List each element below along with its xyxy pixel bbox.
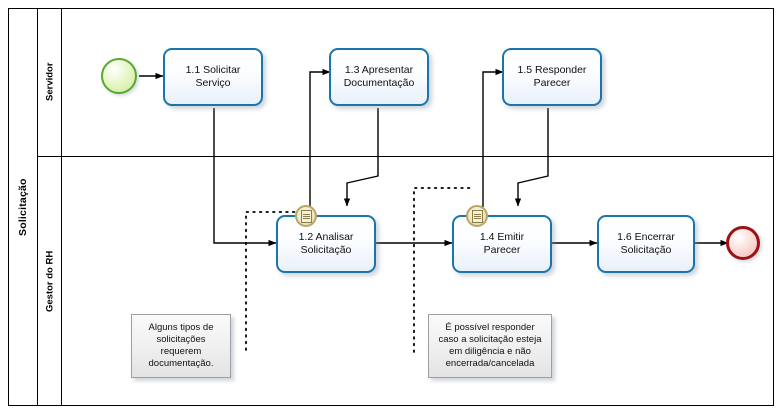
- end-event[interactable]: [726, 226, 760, 260]
- document-lines-icon: [471, 209, 483, 223]
- business-rule-marker-icon: [295, 205, 317, 227]
- lane-label-servidor: Servidor: [44, 62, 56, 102]
- task-1-6-encerrar-solicitacao[interactable]: 1.6 Encerrar Solicitação: [597, 215, 695, 273]
- task-label: 1.5 Responder Parecer: [517, 64, 587, 89]
- lane-band-servidor: [38, 8, 62, 156]
- lane-band-gestor: [38, 156, 62, 406]
- task-1-1-solicitar-servico[interactable]: 1.1 Solicitar Serviço: [163, 48, 263, 106]
- task-1-4-emitir-parecer[interactable]: 1.4 Emitir Parecer: [452, 215, 552, 273]
- annotation-responder-diligencia[interactable]: É possível responder caso a solicitação …: [428, 314, 552, 378]
- pool-frame: [8, 8, 774, 406]
- pool-title-band: [8, 8, 38, 406]
- task-label: 1.4 Emitir Parecer: [479, 231, 525, 256]
- lane-label-gestor: Gestor do RH: [44, 250, 56, 312]
- task-label: 1.3 Apresentar Documentação: [343, 64, 415, 89]
- annotation-text: É possível responder caso a solicitação …: [438, 322, 542, 369]
- lane-divider: [38, 156, 774, 157]
- start-event[interactable]: [101, 58, 137, 94]
- task-1-2-analisar-solicitacao[interactable]: 1.2 Analisar Solicitação: [276, 215, 376, 273]
- task-label: 1.1 Solicitar Serviço: [185, 64, 241, 89]
- task-1-3-apresentar-documentacao[interactable]: 1.3 Apresentar Documentação: [329, 48, 429, 106]
- business-rule-marker-icon: [466, 205, 488, 227]
- task-label: 1.2 Analisar Solicitação: [298, 231, 354, 256]
- annotation-documentacao[interactable]: Alguns tipos de solicitações requerem do…: [131, 314, 231, 378]
- task-label: 1.6 Encerrar Solicitação: [617, 231, 675, 256]
- annotation-text: Alguns tipos de solicitações requerem do…: [148, 322, 214, 369]
- pool-title: Solicitação: [17, 178, 29, 236]
- task-1-5-responder-parecer[interactable]: 1.5 Responder Parecer: [502, 48, 602, 106]
- document-lines-icon: [300, 209, 312, 223]
